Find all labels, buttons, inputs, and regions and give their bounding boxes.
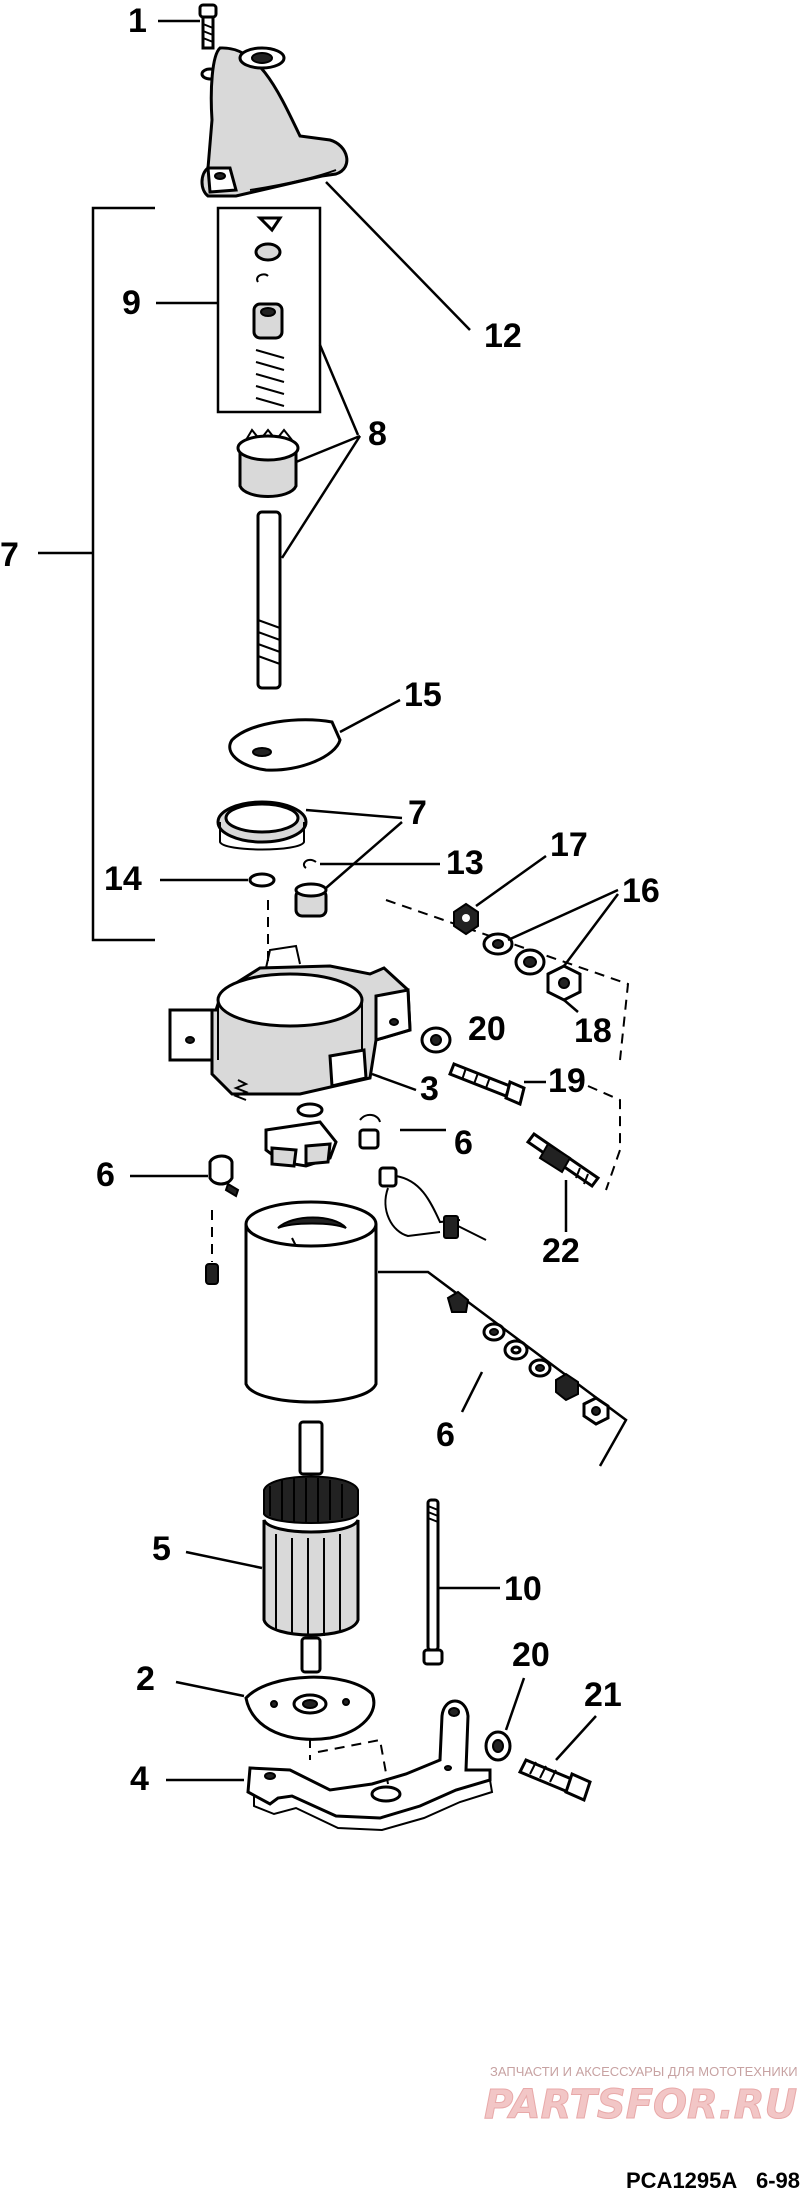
callout-7-assembly: 7: [0, 536, 19, 574]
part-21-bolt: [517, 1758, 592, 1803]
part-8-armature-shaft: [256, 510, 282, 690]
callout-3: 3: [420, 1070, 439, 1108]
callout-1: 1: [128, 2, 147, 40]
part-6-wire-lead: [378, 1166, 487, 1241]
callout-9: 9: [122, 284, 141, 322]
part-9-pinion-stack: [252, 216, 285, 407]
callout-20-upper: 20: [468, 1010, 506, 1048]
callout-5: 5: [152, 1530, 171, 1568]
part-22-terminal-stud: [525, 1131, 601, 1189]
part-screw-small: [205, 1210, 219, 1285]
callout-10: 10: [504, 1570, 542, 1608]
part-6-brush-left: [208, 1154, 240, 1198]
part-13-clip: [302, 858, 317, 869]
callout-6-upper: 6: [454, 1124, 473, 1162]
callout-21: 21: [584, 1676, 622, 1714]
callout-4: 4: [130, 1760, 149, 1798]
callout-12: 12: [484, 317, 522, 355]
callout-18: 18: [574, 1012, 612, 1050]
callout-17: 17: [550, 826, 588, 864]
part-10-through-bolt: [422, 1498, 444, 1666]
part-8-drive-pinion: [236, 428, 300, 498]
part-18-nut: [546, 964, 582, 1002]
part-brush-plate: [233, 1079, 338, 1168]
watermark-logo: PARTSFOR.RU: [484, 2082, 797, 2128]
callout-15: 15: [404, 676, 442, 714]
watermark-caption: ЗАПЧАСТИ И АКСЕССУАРЫ ДЛЯ МОТОТЕХНИКИ: [490, 2064, 798, 2079]
part-7-small-gear: [294, 882, 328, 918]
part-15-plate: [228, 718, 342, 772]
callout-14: 14: [104, 860, 142, 898]
group-7-bracket: [91, 206, 155, 942]
figure-code: PCA1295A: [626, 2168, 737, 2193]
callout-16: 16: [622, 872, 660, 910]
callout-22: 22: [542, 1232, 580, 1270]
part-16-washer-b: [514, 948, 546, 976]
callout-2: 2: [136, 1660, 155, 1698]
part-field-frame: [244, 1200, 378, 1404]
part-6-hardware-set: [446, 1290, 610, 1426]
callout-19: 19: [548, 1062, 586, 1100]
part-14-washer: [248, 872, 276, 888]
callout-13: 13: [446, 844, 484, 882]
callout-6-left: 6: [96, 1156, 115, 1194]
callout-7-gears: 7: [408, 794, 427, 832]
part-16-washer-a: [482, 932, 514, 956]
callout-20-lower: 20: [512, 1636, 550, 1674]
part-3-drive-housing: [168, 944, 412, 1096]
part-6-brush-upper: [358, 1114, 381, 1150]
figure-date: 6-98: [756, 2168, 800, 2193]
callout-8: 8: [368, 415, 387, 453]
part-17-nut: [453, 902, 479, 936]
part-12-end-cap: [200, 46, 349, 198]
part-5-armature: [262, 1420, 360, 1674]
callout-6-lower: 6: [436, 1416, 455, 1454]
part-19-bolt: [448, 1062, 526, 1107]
part-2-end-plate: [244, 1675, 376, 1741]
part-7-large-gear: [216, 800, 308, 851]
part-4-mounting-bracket: [246, 1699, 494, 1832]
